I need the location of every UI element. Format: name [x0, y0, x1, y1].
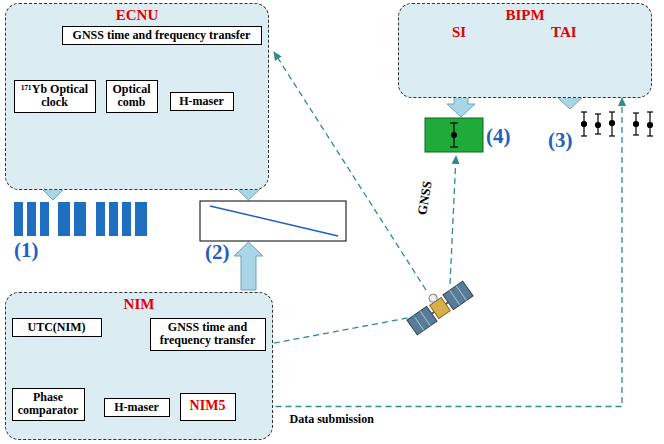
frequency-bars — [14, 202, 147, 236]
site-title: ECNU — [6, 7, 268, 24]
trend-line — [210, 206, 338, 236]
device-label: ¹⁷¹Yb Optical clock — [19, 83, 91, 111]
device-label: Optical comb — [111, 83, 153, 111]
device-label: H-maser — [114, 401, 159, 415]
site-title: BIPM — [399, 7, 651, 24]
device-label: GNSS time and frequency transfer — [155, 321, 261, 349]
callout-number: (3) — [548, 128, 573, 153]
tai-error-bars — [581, 112, 653, 136]
callout-number: (4) — [486, 124, 511, 149]
error-bar — [450, 123, 458, 147]
label-si: SI — [452, 24, 466, 41]
device-label: NIM5 — [190, 398, 226, 414]
site-region: ECNU GNSS time and frequency transfer ¹⁷¹Y… — [5, 3, 269, 190]
data-link — [236, 98, 623, 407]
site-region: BIPM — [398, 3, 652, 98]
callout-number: (2) — [205, 240, 230, 265]
device-box: GNSS time and frequency transfer — [62, 26, 262, 46]
callout-number: (1) — [14, 238, 39, 263]
device-box: Phase comparator — [12, 388, 85, 422]
device-label: GNSS time and frequency transfer — [73, 29, 251, 43]
device-box: H-maser — [104, 398, 170, 418]
comparison-box — [200, 201, 346, 241]
device-box: H-maser — [170, 92, 234, 112]
device-box: GNSS time and frequency transfer — [150, 318, 266, 352]
device-box: ¹⁷¹Yb Optical clock — [14, 80, 96, 114]
device-box: NIM5 — [180, 393, 236, 421]
satellite — [403, 275, 473, 334]
device-label: Phase comparator — [17, 391, 80, 419]
site-region: NIM UTC(NIM) GNSS time and frequency trans… — [5, 292, 273, 440]
label-tai: TAI — [551, 24, 577, 41]
device-label: H-maser — [179, 95, 224, 109]
device-box: UTC(NIM) — [12, 318, 102, 338]
device-box: Optical comb — [106, 80, 158, 114]
si-result-box — [425, 118, 483, 152]
site-title: NIM — [6, 296, 272, 313]
link-label: GNSS — [414, 180, 436, 216]
device-label: UTC(NIM) — [28, 321, 86, 335]
edge-label: Data submission — [288, 412, 376, 427]
block-arrow — [234, 242, 263, 290]
